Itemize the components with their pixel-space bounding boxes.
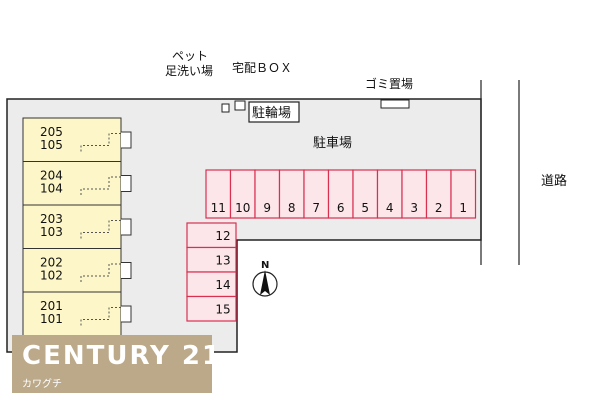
parking-space xyxy=(352,169,379,219)
unit-number-upper: 204 xyxy=(40,169,63,183)
brand-logo-text: CENTURY 21 xyxy=(22,341,223,371)
parking-space-number: 1 xyxy=(459,201,467,215)
unit-block xyxy=(22,291,122,336)
bicycle-parking xyxy=(248,101,300,123)
pet-wash-label-2: 足洗い場 xyxy=(165,64,213,78)
unit-number-upper: 202 xyxy=(40,256,63,270)
parking-space-number: 8 xyxy=(288,201,296,215)
unit-block xyxy=(22,204,122,249)
brand-branch-name: カワグチ xyxy=(22,379,62,390)
road-label: 道路 xyxy=(541,173,567,189)
unit-balcony xyxy=(121,175,132,192)
parking-space-number: 13 xyxy=(215,254,230,268)
unit-number-lower: 103 xyxy=(40,225,63,239)
parking-space xyxy=(303,169,330,219)
unit-balcony xyxy=(121,218,132,236)
unit-block xyxy=(22,161,122,206)
unit-partition xyxy=(80,307,123,326)
unit-balcony xyxy=(121,262,132,279)
parking-space xyxy=(425,169,452,219)
unit-partition xyxy=(80,220,123,239)
parking-space-number: 7 xyxy=(312,201,320,215)
parking-row: 11 10 9 8 7 6 5 4 3 2 1 xyxy=(205,169,477,219)
parking-space-number: 3 xyxy=(410,201,418,215)
parking-space-number: 2 xyxy=(435,201,443,215)
pet-wash-area xyxy=(221,103,230,113)
parking-space xyxy=(186,271,237,298)
parking-column: 12 13 14 15 xyxy=(186,222,237,322)
brand-logo: CENTURY 21 カワグチ xyxy=(12,335,220,393)
compass: N xyxy=(252,260,278,297)
parking-lot-label: 駐車場 xyxy=(313,136,352,151)
unit-number-lower: 101 xyxy=(40,312,63,326)
parking-space-number: 14 xyxy=(215,278,230,292)
unit-partition xyxy=(80,263,123,282)
unit-number-lower: 102 xyxy=(40,269,63,283)
unit-number-lower: 105 xyxy=(40,138,63,152)
unit-number-lower: 104 xyxy=(40,182,63,196)
unit-number-upper: 201 xyxy=(40,299,63,313)
parking-space-number: 6 xyxy=(337,201,345,215)
unit-block xyxy=(22,117,122,162)
parking-space-number: 5 xyxy=(361,201,369,215)
parking-space xyxy=(229,169,256,219)
parking-space xyxy=(450,169,477,219)
parking-space-number: 10 xyxy=(235,201,250,215)
unit-number-upper: 203 xyxy=(40,212,63,226)
parking-space-number: 4 xyxy=(386,201,394,215)
pet-wash-label-1: ペット xyxy=(172,49,208,63)
unit-balcony xyxy=(121,305,132,323)
unit-number-upper: 205 xyxy=(40,125,63,139)
delivery-box-label: 宅配ＢＯＸ xyxy=(232,60,292,75)
delivery-box xyxy=(234,100,246,111)
unit-partition xyxy=(80,133,123,152)
parking-space xyxy=(254,169,281,219)
parking-space xyxy=(376,169,403,219)
unit-block xyxy=(22,248,122,293)
parking-space-number: 12 xyxy=(215,229,230,243)
parking-space-number: 15 xyxy=(215,303,230,317)
garbage-label: ゴミ置場 xyxy=(365,76,413,91)
compass-north-label: N xyxy=(261,260,269,271)
garbage-area xyxy=(380,99,410,109)
parking-space xyxy=(205,169,232,219)
bicycle-parking-label: 駐輪場 xyxy=(252,105,291,121)
compass-needle-icon xyxy=(260,270,270,295)
parking-space-number: 11 xyxy=(211,201,226,215)
parking-space xyxy=(186,295,237,322)
parking-space-number: 9 xyxy=(263,201,271,215)
unit-balcony xyxy=(121,131,132,149)
unit-partition xyxy=(80,176,123,195)
